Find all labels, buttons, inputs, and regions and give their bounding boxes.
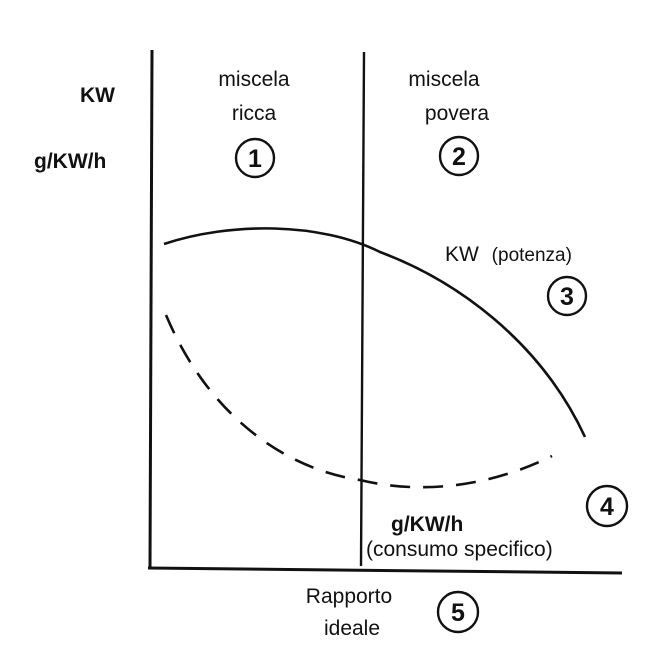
marker-3-number: 3 [560, 283, 574, 311]
marker-5: 5 [436, 590, 480, 634]
marker-2: 2 [438, 135, 480, 177]
x-axis [147, 566, 623, 575]
marker-3-circle [546, 275, 588, 317]
y-axis [148, 49, 154, 569]
y-label-consumption: g/KW/h [34, 150, 106, 173]
power-curve-label: KW (potenza) [445, 243, 572, 266]
marker-5-circle [436, 590, 480, 634]
marker-2-circle [438, 135, 480, 177]
rich-mixture-label-1: miscela [218, 68, 290, 91]
marker-1-circle [234, 137, 276, 179]
x-label-line2: ideale [324, 617, 380, 640]
x-label-line1: Rapporto [306, 585, 392, 608]
marker-1: 1 [234, 137, 276, 179]
consumption-desc-label: (consumo specifico) [366, 538, 553, 561]
marker-4-circle [585, 484, 629, 528]
lean-mixture-label-2: povera [425, 102, 490, 125]
power-desc: (potenza) [492, 245, 572, 266]
marker-4-number: 4 [600, 493, 614, 521]
marker-5-number: 5 [451, 599, 465, 627]
power-unit: KW [445, 243, 479, 266]
lean-mixture-label-1: miscela [408, 68, 480, 91]
power-curve [163, 227, 587, 438]
y-label-power: KW [80, 84, 115, 107]
marker-2-number: 2 [452, 143, 466, 171]
specific-consumption-curve [164, 314, 553, 489]
marker-4: 4 [585, 484, 629, 528]
marker-3: 3 [546, 275, 588, 317]
marker-1-number: 1 [248, 145, 262, 173]
rich-mixture-label-2: ricca [232, 102, 277, 125]
consumption-unit-label: g/KW/h [391, 513, 463, 536]
ideal-ratio-line [359, 51, 366, 567]
